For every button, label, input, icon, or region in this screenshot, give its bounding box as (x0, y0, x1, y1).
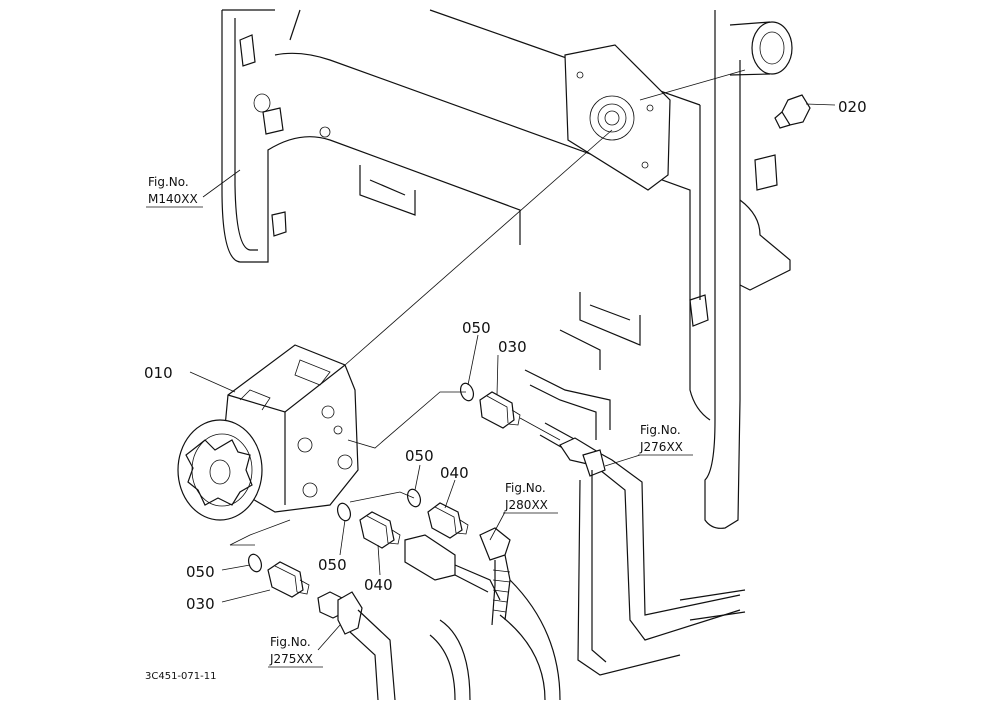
ref-j275-line2: J275XX (269, 652, 313, 666)
ref-j275-line1: Fig.No. (270, 635, 311, 649)
part-labels: 010 020 030 030 040 040 050 050 050 050 (144, 98, 867, 613)
ref-m140-line1: Fig.No. (148, 175, 189, 189)
adaptor-030-upper (479, 391, 521, 429)
label-050-b: 050 (405, 447, 434, 465)
bolt-020 (774, 94, 811, 129)
ref-j276-line1: Fig.No. (640, 423, 681, 437)
assembly-lines (229, 69, 746, 546)
ref-j280-line2: J280XX (504, 498, 548, 512)
label-050-c: 050 (318, 556, 347, 574)
label-040-lower: 040 (364, 576, 393, 594)
adaptor-040-lower (359, 511, 401, 549)
label-020: 020 (838, 98, 867, 116)
hoses-and-pipes (317, 369, 746, 701)
callout-leaders (189, 103, 836, 651)
label-040-upper: 040 (440, 464, 469, 482)
ref-j280-line1: Fig.No. (505, 481, 546, 495)
steering-unit-010 (177, 344, 359, 521)
ref-m140-line2: M140XX (148, 192, 198, 206)
label-050-a: 050 (462, 319, 491, 337)
adaptor-030-lower (267, 561, 310, 598)
drawing-code: 3C451-071-11 (145, 671, 216, 682)
label-010: 010 (144, 364, 173, 382)
frame-structure (221, 9, 793, 529)
adaptor-040-upper (427, 502, 469, 539)
label-050-d: 050 (186, 563, 215, 581)
figure-references: Fig.No. M140XX Fig.No. J276XX Fig.No. J2… (146, 175, 693, 668)
label-030-lower: 030 (186, 595, 215, 613)
label-030-upper: 030 (498, 338, 527, 356)
ref-j276-line2: J276XX (639, 440, 683, 454)
